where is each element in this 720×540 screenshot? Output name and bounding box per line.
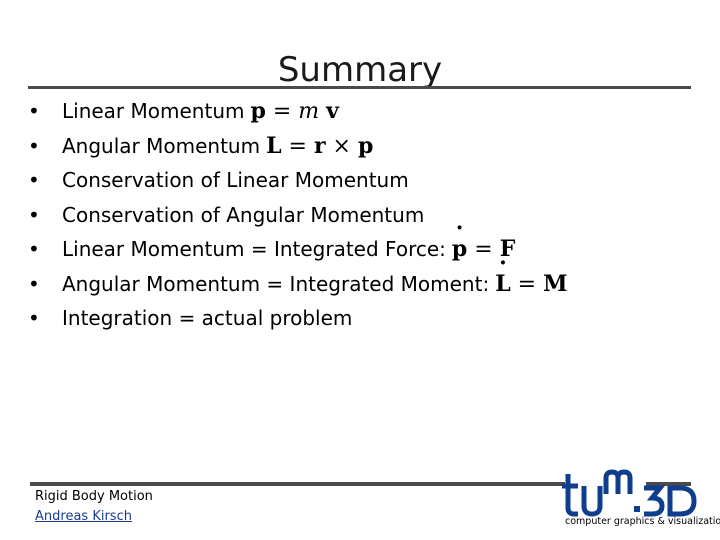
bullet-text: Conservation of Linear Momentum	[62, 168, 409, 192]
bullet-integration-problem: • Integration = actual problem	[28, 301, 567, 336]
bullet-text: Angular Momentum = Integrated Moment:	[62, 271, 490, 296]
bullet-text: Linear Momentum = Integrated Force:	[62, 237, 446, 261]
footer-divider-right	[646, 482, 691, 486]
bullet-text: Conservation of Angular Momentum	[62, 202, 425, 227]
bullet-integrated-moment: • Angular Momentum = Integrated Moment:L …	[28, 252, 567, 303]
footer-divider	[30, 482, 565, 486]
bullet-integrated-force: •Linear Momentum = Integrated Force:p = …	[28, 217, 567, 267]
bullet-text: Angular Momentum	[62, 133, 261, 158]
footer-course-title: Rigid Body Motion	[35, 489, 153, 504]
tum3d-logo	[562, 469, 697, 517]
bullet-dot: •	[28, 99, 40, 123]
formula-integrated-moment: L = M	[495, 252, 567, 303]
formula-linear-momentum: p = m v	[250, 98, 339, 124]
logo-subtitle: computer graphics & visualization	[565, 516, 720, 527]
bullet-dot: •	[28, 202, 40, 227]
bullet-text: Integration = actual problem	[62, 306, 353, 330]
slide-title: Summary	[277, 50, 443, 90]
footer-author-link[interactable]: Andreas Kirsch	[35, 509, 132, 524]
formula-angular-momentum: L = r × p	[266, 132, 374, 159]
bullet-dot: •	[28, 168, 40, 192]
bullet-dot: •	[28, 133, 40, 158]
bullet-conservation-linear: • Conservation of Linear Momentum	[28, 163, 567, 198]
bullet-conservation-angular: • Conservation of Angular Momentum	[28, 198, 567, 233]
bullet-dot: •	[28, 306, 40, 330]
title-divider	[28, 86, 691, 89]
bullet-dot: •	[28, 237, 40, 261]
bullet-dot: •	[28, 271, 40, 296]
bullet-text: Linear Momentum	[62, 99, 245, 123]
